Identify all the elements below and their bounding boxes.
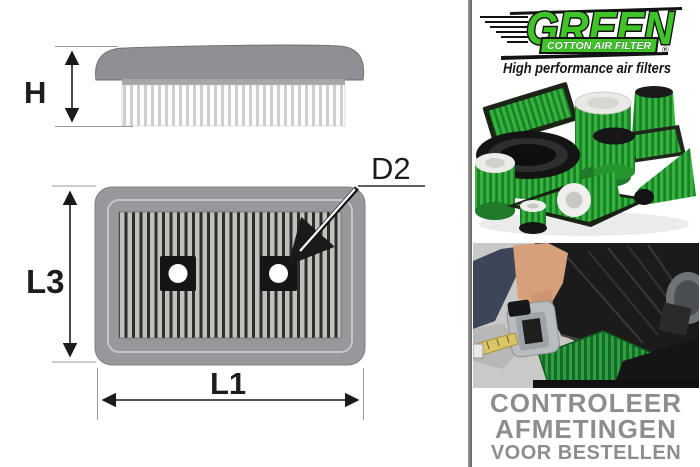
dimension-diagram: H L3 L1 D2 [24,44,425,420]
engine-shadow [613,338,699,388]
mounting-hole-right [260,256,297,291]
measuring-tape-icon [506,299,560,358]
notice-line-2: AFMETINGEN [495,414,677,444]
notice-line-1: CONTROLEER [490,388,682,418]
slogan-text: High performance air filters [503,61,671,77]
cone-filter-icon [634,148,696,205]
dimension-h [55,46,133,127]
air-filter-top-view [94,186,366,366]
logo-banner: COTTON AIR FILTER [538,37,660,54]
l1-label: L1 [210,366,247,401]
notice-text: CONTROLEER AFMETINGEN VOOR BESTELLEN [472,390,700,464]
cylinder-filter-icon [593,127,635,180]
flat-panel-filter-icon [624,125,686,163]
diagram-drawing [52,44,425,420]
measuring-photo [473,243,699,388]
notice-line-3: VOOR BESTELLEN [490,442,682,464]
dimension-l1 [97,368,364,420]
cylinder-filter-icon [475,153,515,220]
banner-text: COTTON AIR FILTER [547,41,652,52]
logo-underline [501,52,668,60]
cone-filter-icon [557,172,621,217]
mounting-hole-left [160,256,196,291]
panel-filter-icon [482,82,578,146]
intake-duct-image [658,272,699,336]
l3-label: L3 [26,263,65,300]
dimension-l3 [52,185,96,363]
tape-strip-icon [473,332,519,359]
h-label: H [24,75,47,110]
green-logo: GREEN COTTON AIR FILTER ® High performan… [480,1,682,77]
panel-divider [468,0,472,467]
d2-leader-arrow [288,185,425,266]
round-filter-icon [519,200,547,234]
registered-mark-icon: ® [662,45,669,55]
d2-label: D2 [371,151,411,186]
brand-panel: GREEN COTTON AIR FILTER ® High performan… [472,0,700,467]
filters-collage-image [475,82,696,236]
air-filter-side-view [95,44,365,127]
photo-bottom-shadow [533,380,699,388]
airbox-image [533,243,699,371]
speed-lines-icon [480,7,682,43]
